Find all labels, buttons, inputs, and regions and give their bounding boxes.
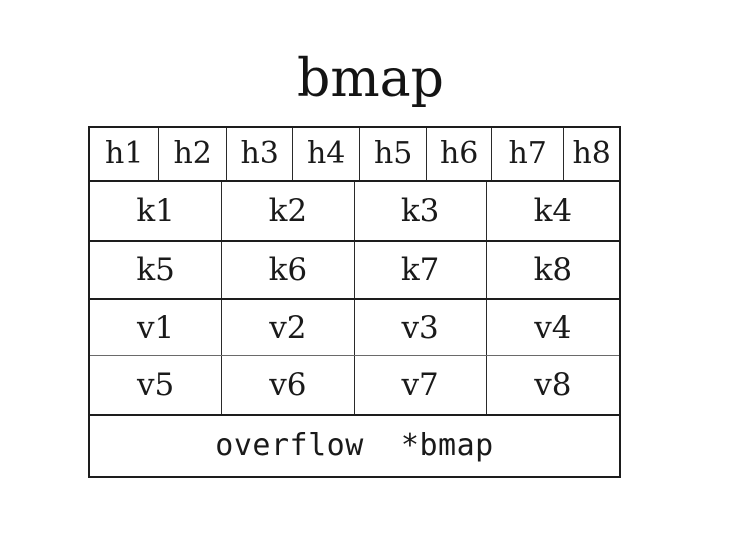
tophash-cell-h4: h4 [293,128,360,180]
value-cell-v8: v8 [487,356,619,414]
tophash-label-h3: h3 [240,136,279,171]
value-cell-v1: v1 [90,300,223,355]
key-cell-k7: k7 [355,242,487,298]
value-label-v5: v5 [137,367,175,403]
tophash-label-h8: h8 [572,136,611,171]
key-label-k2: k2 [268,193,308,229]
tophash-cell-h1: h1 [90,128,160,180]
tophash-label-h6: h6 [439,136,479,171]
value-label-v7: v7 [401,367,439,403]
key-label-k4: k4 [533,193,573,229]
overflow-cell: overflow *bmap [90,416,619,476]
value-cell-v3: v3 [355,300,487,355]
tophash-cell-h5: h5 [360,128,428,180]
key-cell-k8: k8 [487,242,619,298]
key-label-k7: k7 [400,252,440,288]
tophash-label-h1: h1 [105,136,144,171]
tophash-cell-h2: h2 [159,128,227,180]
value-label-v6: v6 [269,367,307,403]
tophash-label-h2: h2 [173,136,212,171]
key-label-k5: k5 [136,252,175,288]
key-label-k1: k1 [136,193,175,229]
keys-row-1: k1 k2 k3 k4 [90,182,619,240]
key-cell-k2: k2 [222,182,355,240]
tophash-cell-h6: h6 [427,128,492,180]
tophash-label-h5: h5 [373,136,413,171]
key-label-k6: k6 [268,252,308,288]
values-row-2: v5 v6 v7 v8 [90,355,619,414]
value-label-v2: v2 [269,309,307,346]
tophash-label-h7: h7 [508,136,547,171]
value-label-v1: v1 [137,309,175,346]
overflow-row: overflow *bmap [90,414,619,476]
tophash-label-h4: h4 [306,136,346,171]
value-cell-v6: v6 [222,356,355,414]
overflow-label: overflow *bmap [215,428,494,463]
keys-row-2: k5 k6 k7 k8 [90,240,619,298]
diagram-title: bmap [297,49,444,109]
value-cell-v2: v2 [222,300,355,355]
bmap-struct-table: h1 h2 h3 h4 h5 h6 h7 h8 [88,126,621,478]
key-cell-k4: k4 [487,182,619,240]
key-cell-k3: k3 [355,182,487,240]
value-label-v8: v8 [534,367,572,403]
value-label-v3: v3 [401,309,439,346]
value-cell-v5: v5 [90,356,223,414]
value-cell-v7: v7 [355,356,487,414]
tophash-cell-h3: h3 [227,128,294,180]
tophash-cell-h7: h7 [492,128,565,180]
key-label-k8: k8 [533,252,573,288]
key-cell-k6: k6 [222,242,355,298]
key-cell-k1: k1 [90,182,223,240]
value-cell-v4: v4 [487,300,619,355]
tophash-row: h1 h2 h3 h4 h5 h6 h7 h8 [90,128,619,182]
key-cell-k5: k5 [90,242,223,298]
values-row-1: v1 v2 v3 v4 [90,298,619,355]
tophash-cell-h8: h8 [564,128,619,180]
value-label-v4: v4 [534,309,572,346]
key-label-k3: k3 [400,193,440,229]
